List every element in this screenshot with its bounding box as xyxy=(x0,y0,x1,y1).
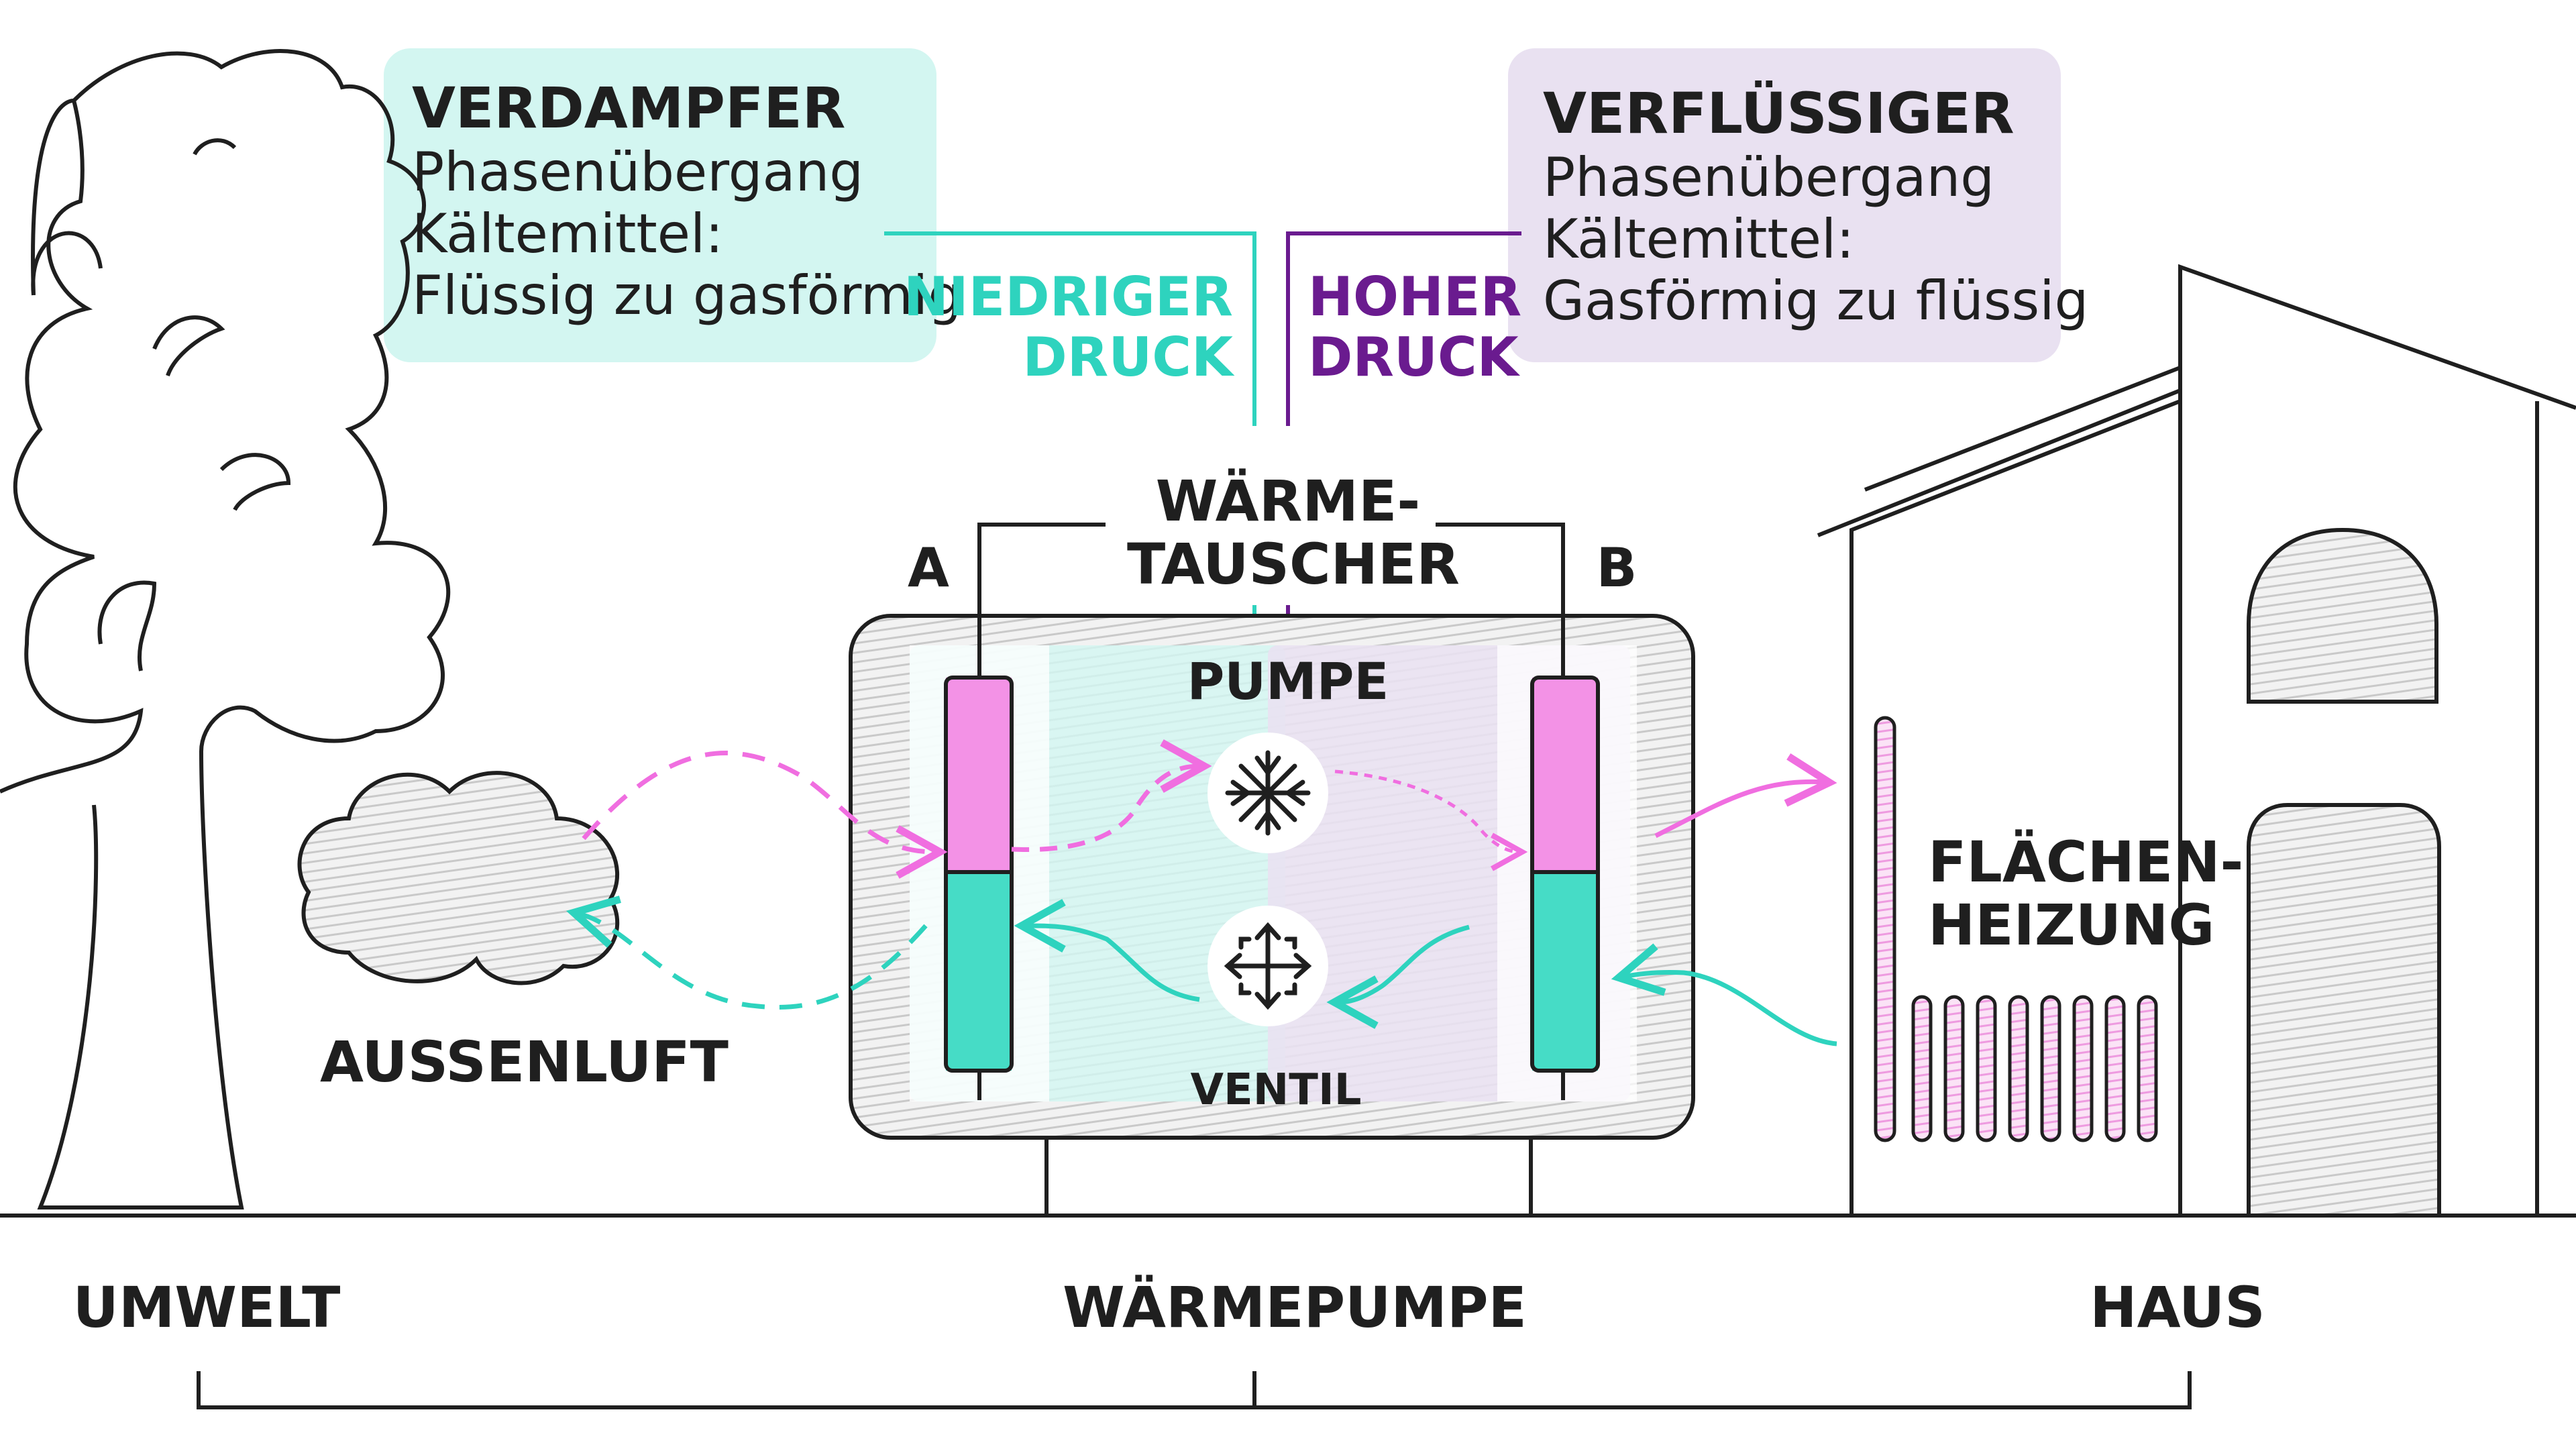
heat-exchanger-line-1: WÄRME- xyxy=(1156,468,1420,534)
house-to-exchanger-b-arrow xyxy=(1611,943,1837,1046)
high-pressure-leader xyxy=(1286,231,1521,426)
expand-icon xyxy=(1224,922,1312,1010)
tree-icon xyxy=(0,49,451,1209)
tree-crown-detail xyxy=(97,138,291,671)
house-icon xyxy=(1817,264,2576,1216)
high-pressure-line-2: DRUCK xyxy=(1308,326,1521,388)
exchanger-b-to-valve-arrow xyxy=(1326,924,1470,1029)
outside-air-label: AUSSENLUFT xyxy=(320,1029,729,1095)
exchanger-to-outside-air-arrow xyxy=(566,896,928,1010)
exchanger-a-cold-half xyxy=(946,872,1012,1071)
compress-icon xyxy=(1225,750,1311,836)
condenser-line-2: Kältemittel: xyxy=(1543,208,1854,270)
exchanger-b-label: B xyxy=(1597,537,1638,599)
exchanger-b-cold-half xyxy=(1532,872,1598,1071)
pump-label: PUMPE xyxy=(1187,651,1389,711)
low-pressure-leader xyxy=(884,231,1256,426)
condenser-box xyxy=(1508,48,2061,362)
condenser-line-1: Phasenübergang xyxy=(1543,146,1994,209)
evaporator-title: VERDAMPFER xyxy=(412,75,845,141)
section-bracket xyxy=(197,1371,2192,1409)
evaporator-line-3: Flüssig zu gasförmig xyxy=(412,264,962,327)
valve-to-exchanger-a-arrow xyxy=(1014,899,1200,1002)
exchanger-a-label: A xyxy=(908,537,949,599)
section-environment-label: UMWELT xyxy=(73,1275,341,1340)
floor-heating-line-2: HEIZUNG xyxy=(1928,892,2214,958)
exchanger-b-hot-half xyxy=(1532,678,1598,872)
section-heat-pump-label: WÄRMEPUMPE xyxy=(1063,1275,1527,1340)
house-window xyxy=(2247,527,2438,704)
exchanger-b-to-house-arrow xyxy=(1654,753,1837,839)
cloud-icon xyxy=(297,771,620,985)
exchanger-a-hot-half xyxy=(946,678,1012,872)
floor-heating-pipe-tall xyxy=(1874,716,1896,1142)
valve-label: VENTIL xyxy=(1190,1065,1361,1115)
condenser-title: VERFLÜSSIGER xyxy=(1543,80,2015,146)
heat-exchanger-line-2: TAUSCHER xyxy=(1127,531,1460,597)
radiator-icon xyxy=(1911,995,2158,1142)
high-pressure-line-1: HOHER xyxy=(1308,266,1521,328)
evaporator-box xyxy=(384,48,936,362)
evaporator-line-2: Kältemittel: xyxy=(412,203,723,265)
evaporator-line-1: Phasenübergang xyxy=(412,141,863,203)
section-house-label: HAUS xyxy=(2090,1275,2265,1340)
outside-air-to-exchanger-arrow xyxy=(582,751,948,879)
house-door xyxy=(2247,803,2441,1216)
low-pressure-line-2: DRUCK xyxy=(1022,326,1235,388)
floor-heating-line-1: FLÄCHEN- xyxy=(1928,829,2243,895)
exchanger-a-to-pump-arrow xyxy=(1011,739,1212,852)
low-pressure-line-1: NIEDRIGER xyxy=(904,266,1233,328)
condenser-line-3: Gasförmig zu flüssig xyxy=(1543,270,2088,332)
